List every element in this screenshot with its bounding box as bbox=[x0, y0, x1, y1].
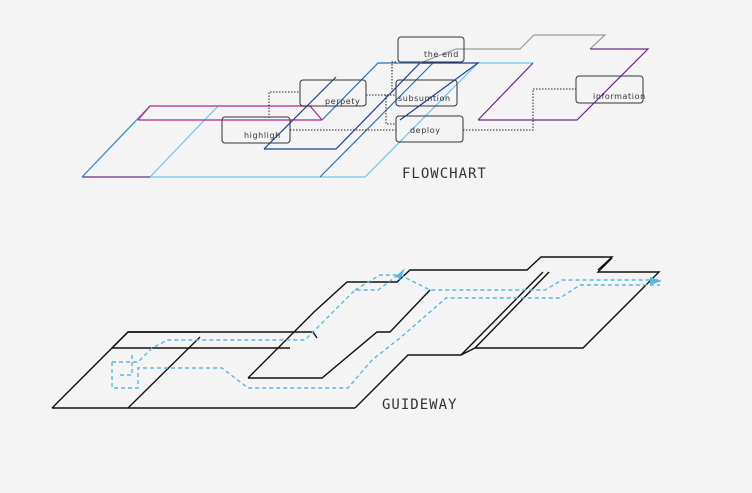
node-information-label: information bbox=[593, 92, 646, 101]
arrow-right-icon bbox=[650, 277, 662, 285]
node-property-label: perpety bbox=[325, 97, 360, 106]
plane-light-blue bbox=[150, 62, 533, 178]
plane-purple bbox=[477, 48, 650, 121]
connector bbox=[385, 95, 396, 125]
node-deploy-label: deploy bbox=[410, 126, 441, 135]
track-left-plane bbox=[51, 331, 355, 409]
plane-magenta bbox=[137, 105, 323, 121]
track-mid-right bbox=[354, 271, 544, 409]
node-the-end[interactable]: the end bbox=[397, 36, 465, 63]
track-left-edge bbox=[111, 331, 290, 349]
node-subsumtion-label: subsumtion bbox=[398, 94, 451, 103]
guide-path bbox=[111, 284, 660, 389]
plane-gray bbox=[419, 34, 607, 64]
node-information[interactable]: information bbox=[575, 75, 646, 104]
guide-path-3 bbox=[120, 274, 658, 376]
plane-light-blue-left bbox=[149, 105, 219, 178]
track-left-inner bbox=[127, 336, 201, 409]
node-the-end-label: the end bbox=[424, 50, 459, 59]
arrow-up-icon bbox=[396, 268, 405, 280]
connector bbox=[268, 91, 300, 118]
track-mid-lower bbox=[247, 256, 614, 379]
connector bbox=[463, 88, 576, 131]
node-property[interactable]: perpety bbox=[299, 79, 367, 107]
guideway-title: GUIDEWAY bbox=[382, 397, 457, 413]
track-mid-inner bbox=[248, 289, 431, 379]
plane-mid-blue bbox=[319, 62, 435, 178]
node-deploy[interactable]: deploy bbox=[395, 115, 464, 143]
flowchart-title: FLOWCHART bbox=[402, 166, 487, 182]
guideway: GUIDEWAY bbox=[51, 256, 662, 413]
plane-left-teal bbox=[81, 105, 151, 178]
connector bbox=[391, 61, 396, 92]
node-highlight-label: highligh bbox=[244, 131, 281, 140]
node-highlight[interactable]: highligh bbox=[221, 116, 291, 144]
track-right-plane bbox=[460, 257, 661, 356]
node-subsumtion[interactable]: subsumtion bbox=[395, 79, 458, 107]
flowchart: the end perpety subsumtion highligh depl… bbox=[81, 34, 650, 182]
